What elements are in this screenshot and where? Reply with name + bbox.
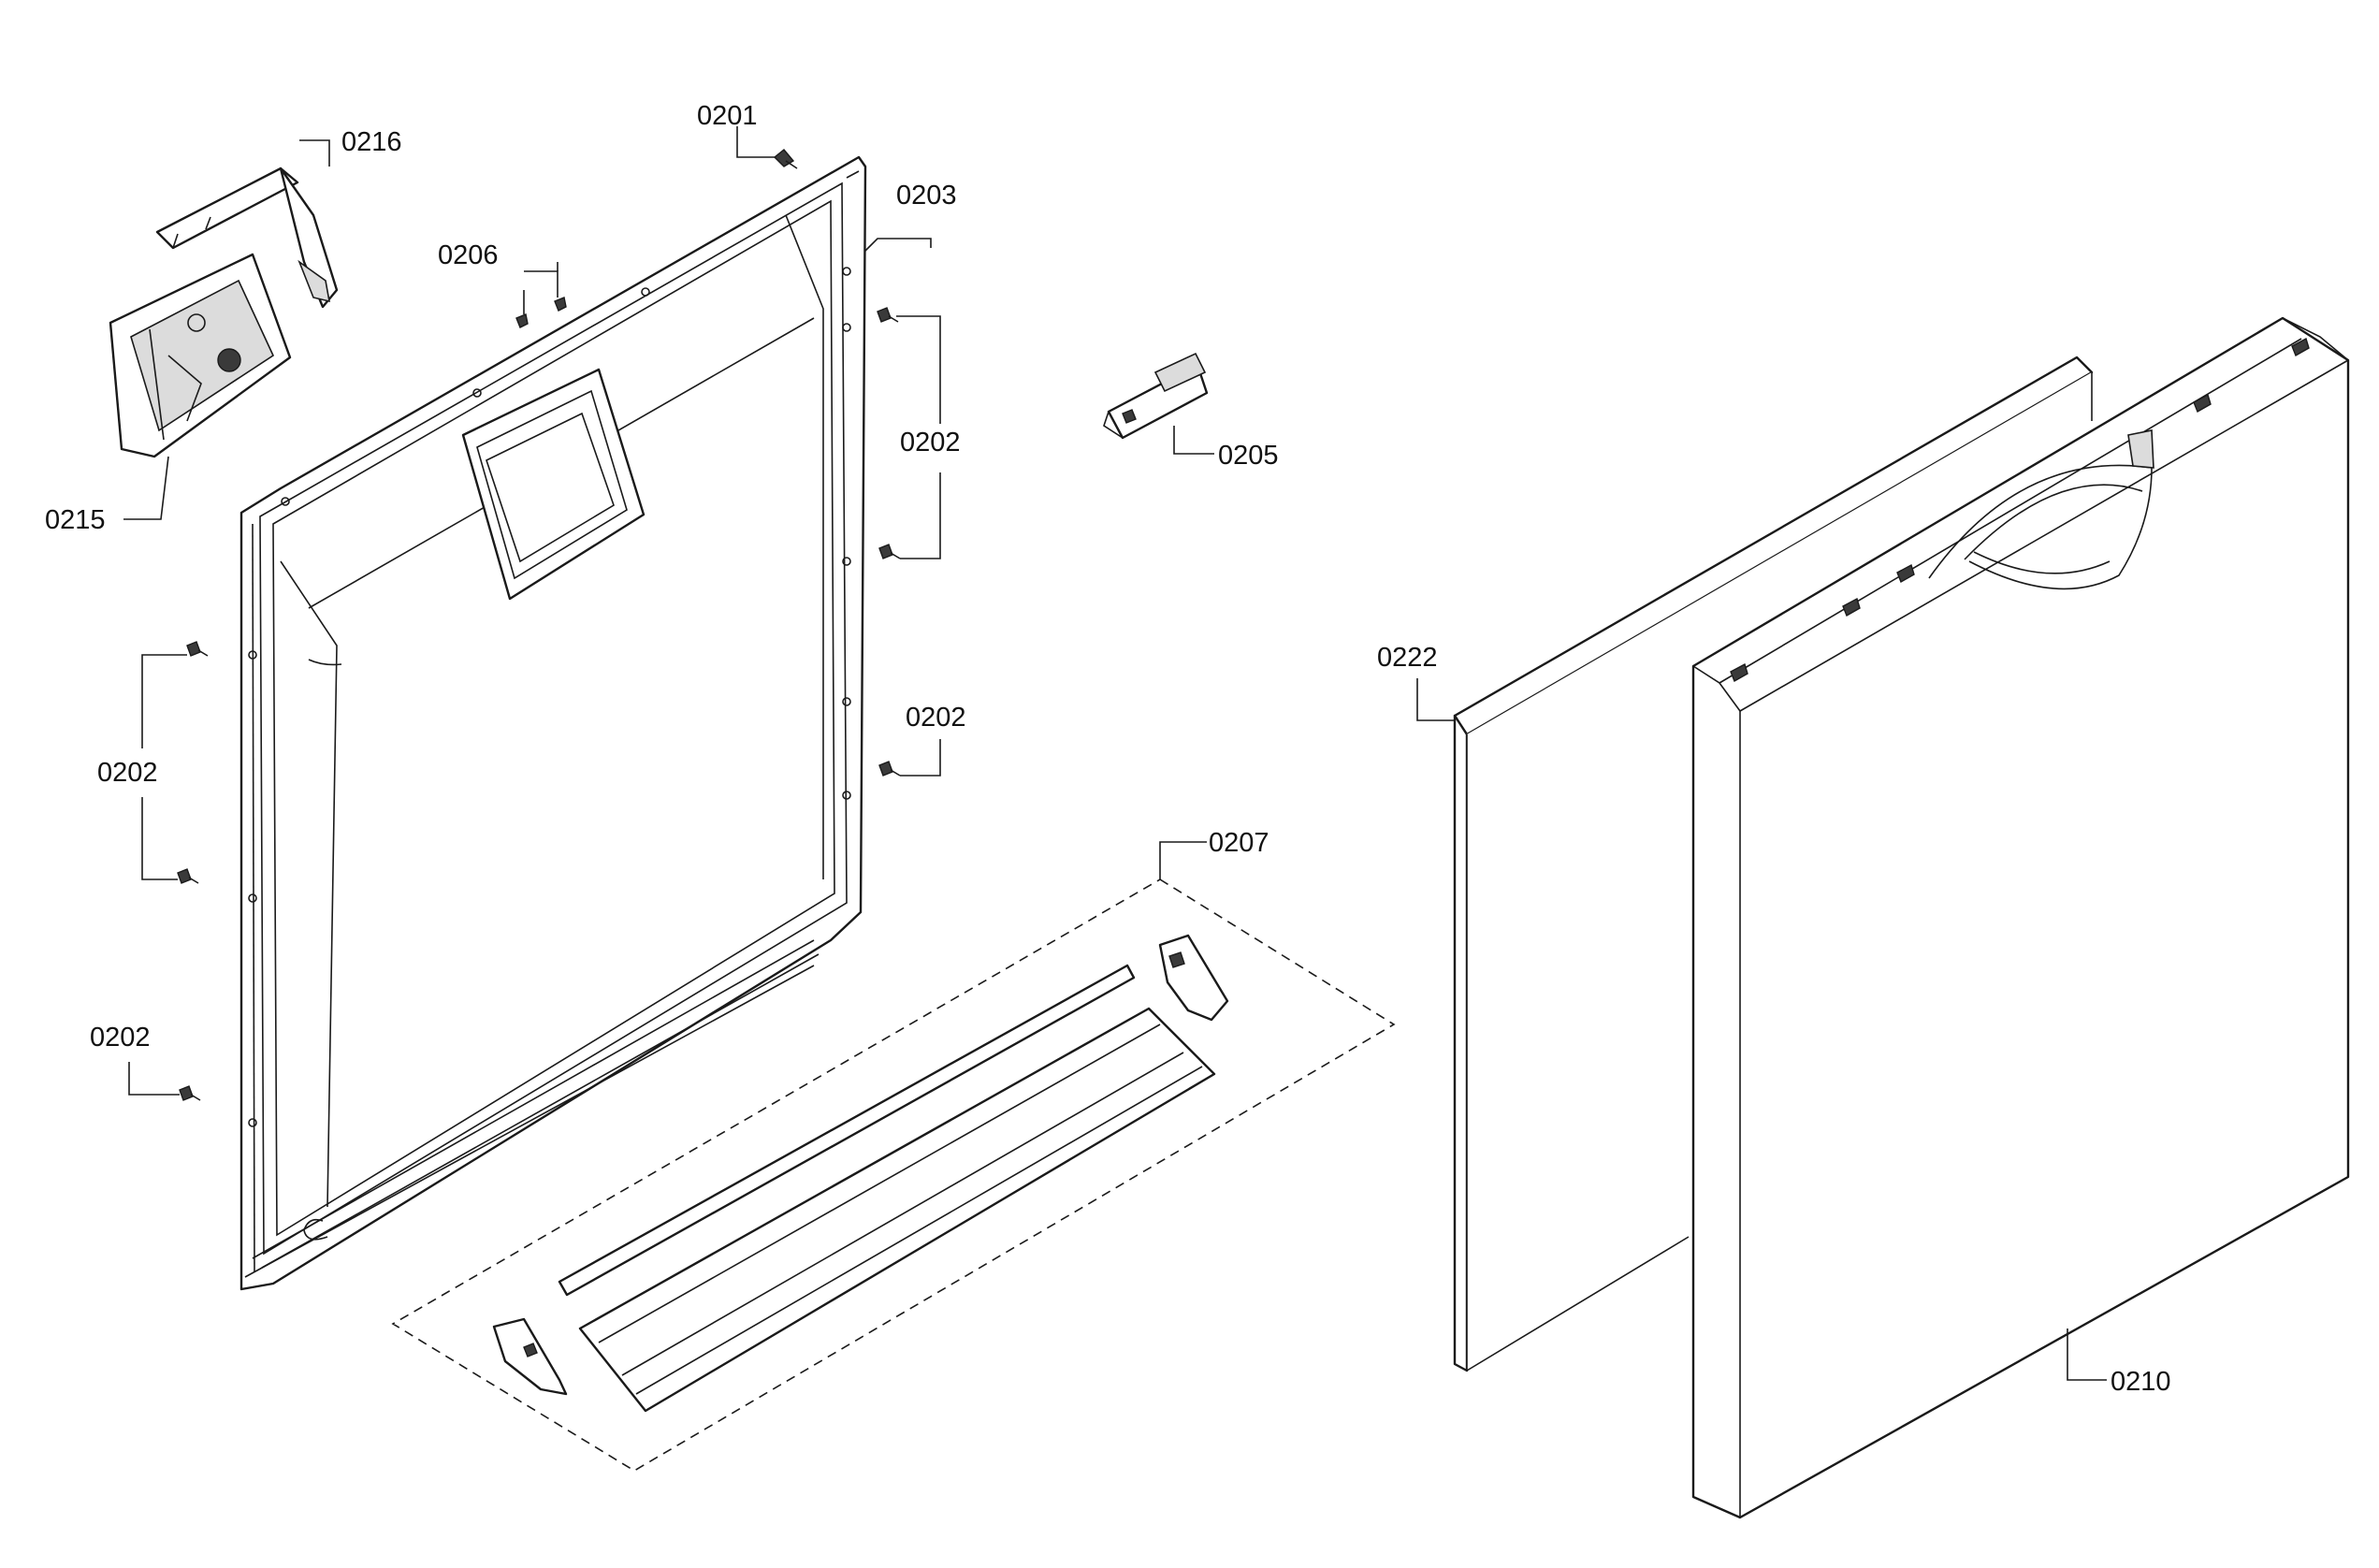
callout-0207: 0207 (1209, 828, 1269, 858)
screw-0202-left-lower[interactable] (179, 1085, 201, 1101)
callout-0202-right-upper: 0202 (900, 428, 961, 457)
callout-0201: 0201 (697, 101, 758, 131)
callout-0216: 0216 (341, 127, 402, 157)
screw-0202-left-upper-b[interactable] (177, 868, 199, 884)
detergent-dispenser[interactable] (109, 253, 292, 458)
callout-0222: 0222 (1377, 643, 1438, 673)
leader-lines (123, 126, 2107, 1381)
door-latch-clip[interactable] (1103, 352, 1209, 440)
callout-0206: 0206 (438, 240, 499, 270)
callout-0210: 0210 (2111, 1367, 2171, 1397)
inner-door-panel[interactable] (239, 155, 867, 1291)
door-panel-0210[interactable] (1691, 316, 2350, 1519)
screw-0202-right-lower[interactable] (878, 761, 901, 777)
screw-0206-a[interactable] (515, 313, 529, 328)
screw-0206-b[interactable] (554, 297, 567, 312)
screw-0202-right-upper-b[interactable] (878, 544, 901, 559)
callout-0203: 0203 (896, 181, 957, 211)
callout-0202-left-lower: 0202 (90, 1023, 151, 1053)
screw-0202-right-upper-a[interactable] (877, 307, 899, 323)
screw-0202-left-upper-a[interactable] (186, 641, 209, 657)
bottom-trim-kit[interactable] (391, 878, 1396, 1472)
callout-0202-left-upper: 0202 (97, 758, 158, 788)
callout-0215: 0215 (45, 505, 106, 535)
dispenser-trim-bracket[interactable] (155, 167, 339, 309)
screw-0201[interactable] (773, 149, 798, 169)
callout-0205: 0205 (1218, 441, 1279, 471)
callout-0202-right-lower: 0202 (906, 703, 966, 733)
